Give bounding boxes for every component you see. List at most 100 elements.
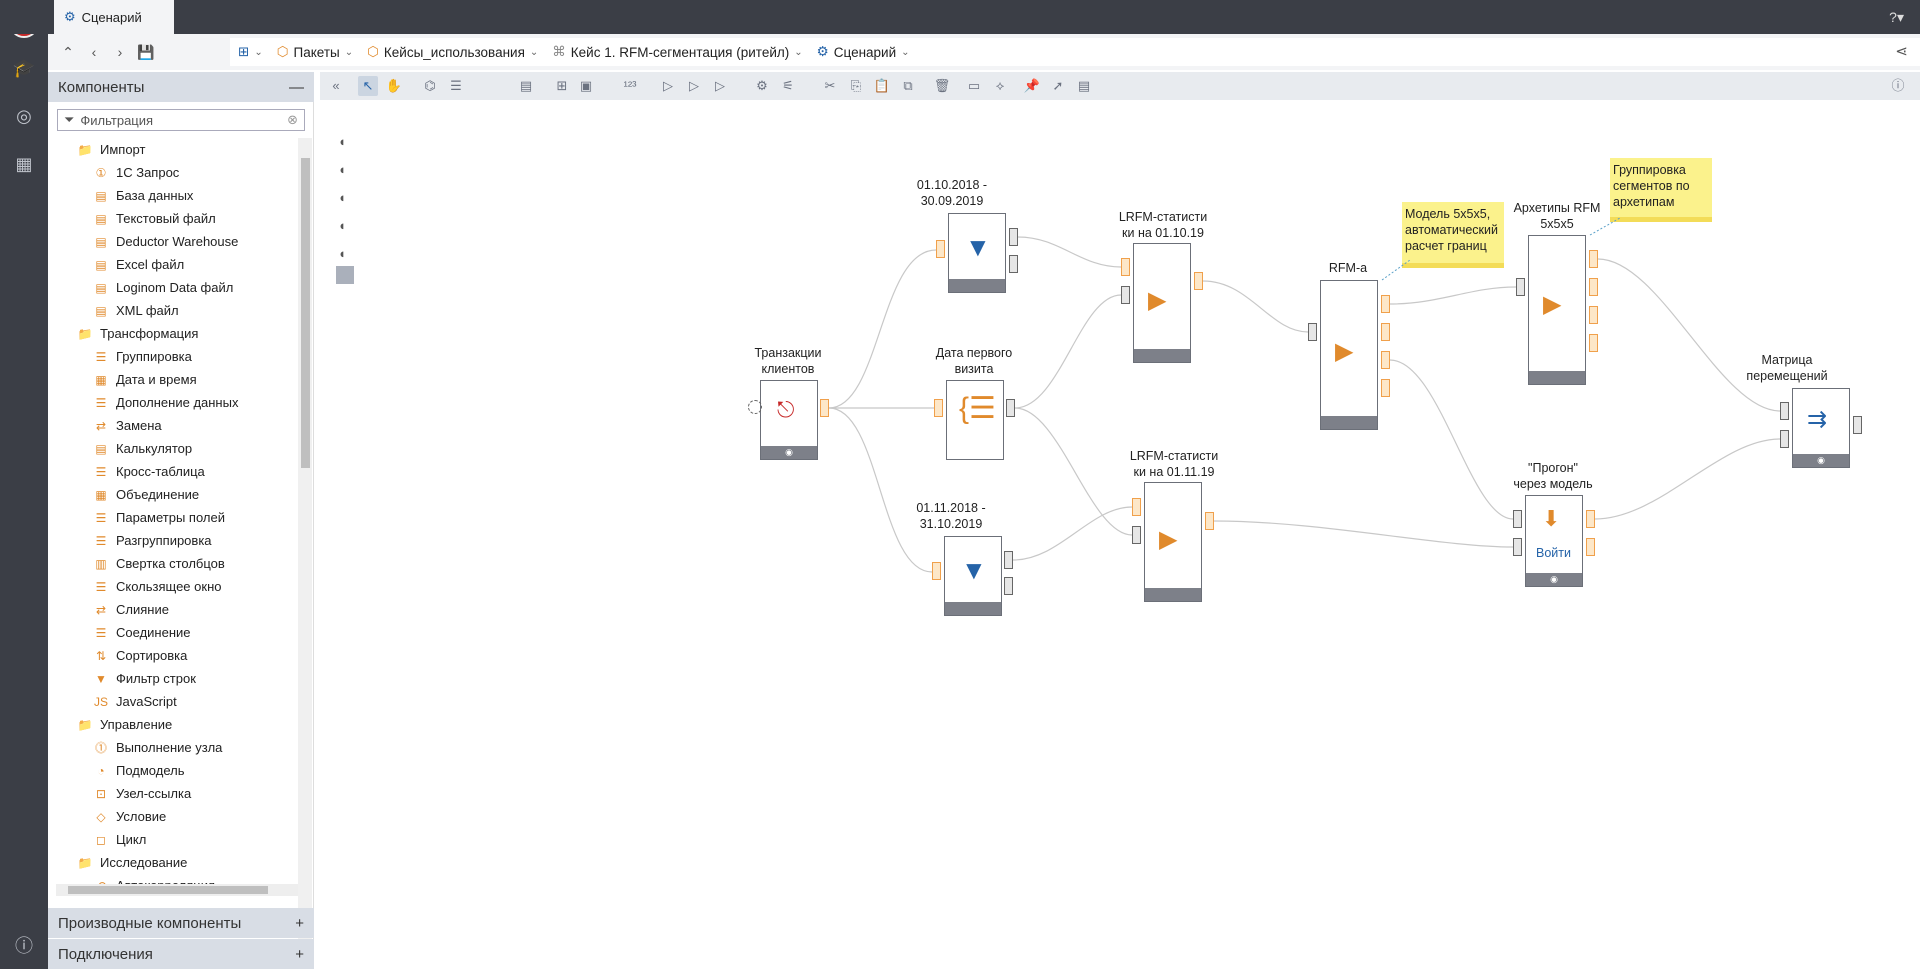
align-icon[interactable]: ▤	[519, 78, 533, 93]
duplicate-icon[interactable]: ⧉	[903, 78, 913, 93]
output-port[interactable]	[1381, 323, 1390, 341]
node-progon[interactable]: ⬇ Войти ◉	[1525, 495, 1583, 587]
tree-item[interactable]: ▤Loginom Data файл	[48, 276, 298, 299]
output-port[interactable]	[1004, 551, 1013, 569]
group-icon[interactable]: ⊞	[556, 78, 568, 93]
tab-scenario[interactable]: ⚙ Сценарий	[54, 0, 174, 34]
tree-item[interactable]: ▤Excel файл	[48, 253, 298, 276]
input-port[interactable]	[1516, 278, 1525, 296]
eye-icon[interactable]: ◉	[1526, 573, 1582, 586]
run-step-icon[interactable]: ▷	[689, 78, 699, 93]
breadcrumb-item[interactable]: ⬡Пакеты⌄	[276, 44, 354, 60]
paste-icon[interactable]: 📋	[873, 78, 891, 93]
input-port[interactable]	[934, 399, 943, 417]
layer-icon[interactable]: ▣	[579, 78, 593, 93]
tree-item[interactable]: ☰Параметры полей	[48, 506, 298, 529]
copy-icon[interactable]: ⎘	[850, 78, 862, 93]
tree-item[interactable]: ◻Цикл	[48, 828, 298, 851]
list-icon[interactable]: ☰	[450, 78, 462, 93]
tree-item[interactable]: ▤XML файл	[48, 299, 298, 322]
forward-icon[interactable]: ›	[117, 44, 123, 60]
collapse-icon[interactable]: —	[289, 78, 304, 96]
chevron-up-icon[interactable]: ⌃	[62, 43, 74, 60]
node-lrfm1[interactable]: ▶	[1133, 243, 1191, 363]
tree-item[interactable]: ▤Deductor Warehouse	[48, 230, 298, 253]
node-first-visit[interactable]: {☰	[946, 380, 1004, 460]
tree-item[interactable]: ◔Подмодель	[48, 759, 298, 782]
run-icon[interactable]: ▷	[663, 78, 673, 93]
expand-icon[interactable]: +	[295, 914, 304, 932]
output-port[interactable]	[1589, 334, 1598, 352]
node-rfm-a[interactable]: ▶	[1320, 280, 1378, 430]
tree-hscrollbar[interactable]	[56, 884, 298, 896]
input-port[interactable]	[1121, 258, 1130, 276]
graduation-cap-icon[interactable]: 🎓	[12, 58, 36, 78]
output-port[interactable]	[1381, 379, 1390, 397]
cut-icon[interactable]: ✂	[824, 78, 836, 93]
output-port[interactable]	[1853, 416, 1862, 434]
node-matrix[interactable]: ⇉ ◉	[1792, 388, 1850, 468]
tree-item[interactable]: ▥Свертка столбцов	[48, 552, 298, 575]
node-filter2[interactable]: ▼	[944, 536, 1002, 616]
node-archetypes[interactable]: ▶	[1528, 235, 1586, 385]
output-port[interactable]	[1205, 512, 1214, 530]
tree-item[interactable]: ⊡Узел-ссылка	[48, 782, 298, 805]
output-port[interactable]	[1586, 510, 1595, 528]
breadcrumb-item[interactable]: ⚙Сценарий⌄	[816, 44, 910, 60]
tree-item[interactable]: ▼Фильтр строк	[48, 667, 298, 690]
connect-icon[interactable]: ⌬	[424, 78, 436, 93]
run-to-icon[interactable]: ▷	[715, 78, 725, 93]
output-port[interactable]	[1381, 351, 1390, 369]
output-port[interactable]	[1004, 577, 1013, 595]
scenario-canvas[interactable]: ◖◖◖◖◖ Транзакции клиентов ⎋ ◉ 01.10.2018…	[320, 100, 1920, 969]
node-transactions[interactable]: ⎋ ◉	[760, 380, 818, 460]
output-port[interactable]	[820, 399, 829, 417]
eye-icon[interactable]: ◉	[1793, 454, 1849, 467]
enter-link[interactable]: Войти	[1536, 546, 1571, 560]
numbering-icon[interactable]: ¹²³	[623, 78, 637, 93]
node-lrfm2[interactable]: ▶	[1144, 482, 1202, 602]
note-model[interactable]: Модель 5x5x5, автоматический расчет гран…	[1402, 202, 1504, 268]
tree-item[interactable]: ☰Разгруппировка	[48, 529, 298, 552]
arrow-icon[interactable]: ➚	[1052, 78, 1064, 93]
output-port[interactable]	[1589, 306, 1598, 324]
grid-icon[interactable]	[336, 266, 354, 284]
tree-item[interactable]: ⇄Слияние	[48, 598, 298, 621]
input-port[interactable]	[1780, 402, 1789, 420]
tree-group[interactable]: 📁Исследование	[48, 851, 298, 874]
tree-group[interactable]: 📁Трансформация	[48, 322, 298, 345]
tree-item[interactable]: ☰Группировка	[48, 345, 298, 368]
pin-icon[interactable]: 📌	[1023, 78, 1041, 93]
output-port[interactable]	[1009, 255, 1018, 273]
note-grouping[interactable]: Группировка сегментов по архетипам	[1610, 158, 1712, 222]
input-port[interactable]	[932, 562, 941, 580]
output-port[interactable]	[1006, 399, 1015, 417]
input-port[interactable]	[1780, 430, 1789, 448]
collapse-panel-icon[interactable]: «	[332, 78, 340, 93]
expand-icon[interactable]: +	[295, 945, 304, 963]
tree-item[interactable]: ▦Объединение	[48, 483, 298, 506]
tree-item[interactable]: ▦Дата и время	[48, 368, 298, 391]
tree-item[interactable]: ▤База данных	[48, 184, 298, 207]
tree-item[interactable]: ▤Калькулятор	[48, 437, 298, 460]
save-icon[interactable]: 💾	[137, 43, 155, 60]
derived-panel-header[interactable]: Производные компоненты +	[48, 908, 314, 938]
scrollbar-thumb[interactable]	[301, 158, 310, 468]
output-port[interactable]	[1586, 538, 1595, 556]
input-port[interactable]	[1132, 498, 1141, 516]
back-icon[interactable]: ‹	[91, 44, 97, 60]
hierarchy-icon[interactable]: ⊞⌄	[238, 44, 263, 59]
input-port[interactable]	[1308, 323, 1317, 341]
tree-group[interactable]: 📁Управление	[48, 713, 298, 736]
pointer-icon[interactable]: ↖	[358, 76, 378, 96]
breadcrumb-item[interactable]: ⬡Кейсы_использования⌄	[367, 44, 539, 60]
table-icon[interactable]: ▦	[15, 154, 33, 174]
tree-item[interactable]: ☰Дополнение данных	[48, 391, 298, 414]
output-port[interactable]	[1589, 250, 1598, 268]
tree-item[interactable]: ▤Текстовый файл	[48, 207, 298, 230]
tree-item[interactable]: ◇Условие	[48, 805, 298, 828]
connections-panel-header[interactable]: Подключения +	[48, 939, 314, 969]
